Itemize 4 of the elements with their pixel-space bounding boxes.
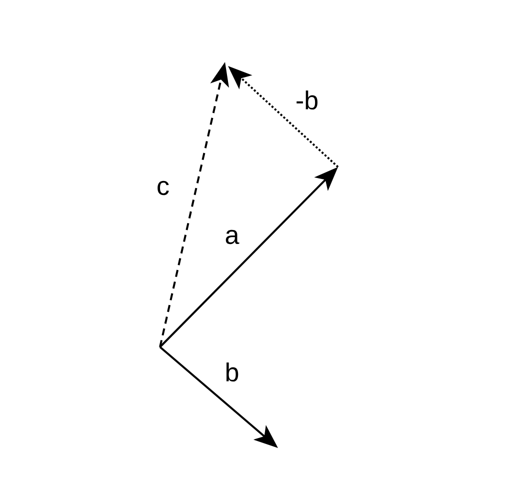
vector-label: a [226, 230, 240, 244]
vector-label: c [158, 180, 169, 196]
vector-label: -b [296, 90, 318, 110]
vector-label: b [226, 362, 238, 382]
